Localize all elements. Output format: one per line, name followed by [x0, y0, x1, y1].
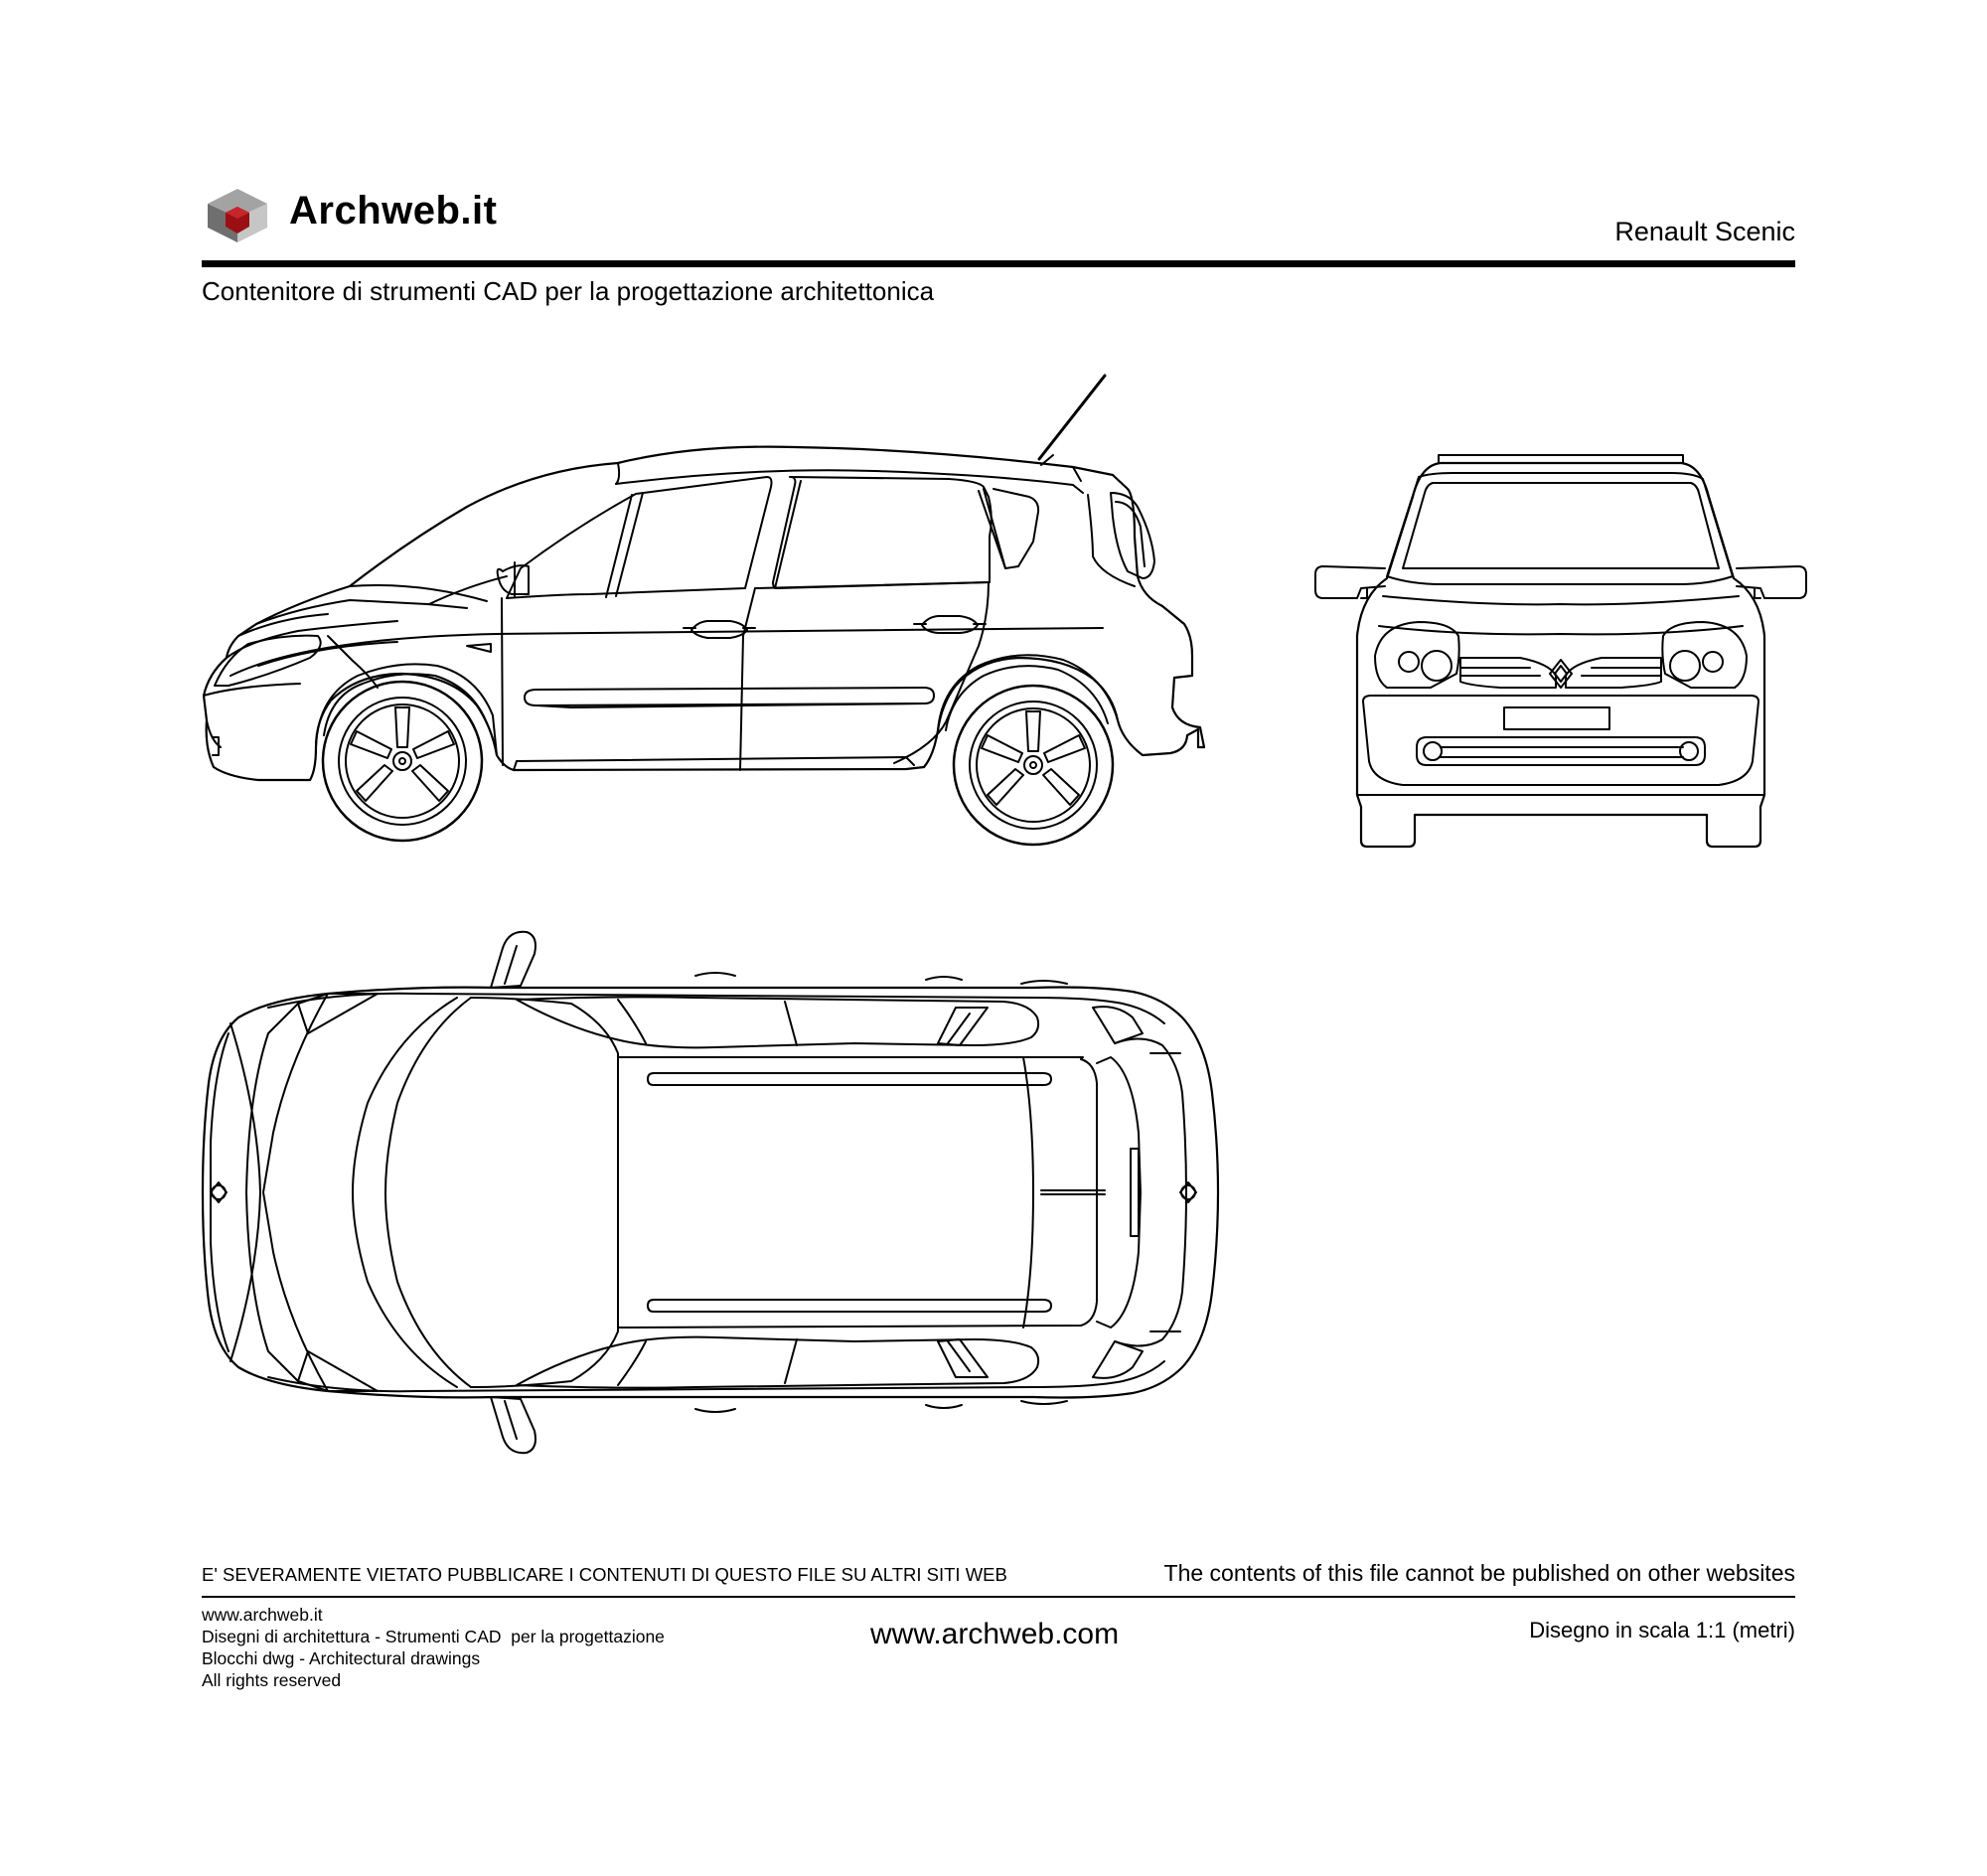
header-divider — [202, 260, 1795, 267]
footer-line-blocks: Blocchi dwg - Architectural drawings — [202, 1648, 481, 1668]
top-view — [201, 930, 1220, 1455]
footer-line-description: Disegni di architettura - Strumenti CAD … — [202, 1627, 665, 1646]
footer-site-link[interactable]: www.archweb.it — [202, 1605, 323, 1625]
footer-divider — [202, 1596, 1795, 1598]
brand-name[interactable]: Archweb.it — [289, 189, 498, 233]
scale-note: Disegno in scala 1:1 (metri) — [1529, 1618, 1795, 1642]
tagline: Contenitore di strumenti CAD per la prog… — [202, 276, 935, 306]
archweb-logo-icon[interactable] — [205, 187, 270, 244]
copyright-warning-italian: E' SEVERAMENTE VIETATO PUBBLICARE I CONT… — [202, 1564, 1007, 1585]
front-view — [1314, 454, 1807, 849]
footer-info: www.archweb.it Disegni di architettura -… — [202, 1604, 665, 1691]
side-view — [202, 374, 1206, 847]
copyright-warning-english: The contents of this file cannot be publ… — [1163, 1560, 1795, 1586]
drawing-title: Renault Scenic — [1614, 217, 1795, 246]
footer-line-rights: All rights reserved — [202, 1670, 342, 1690]
footer-url-link[interactable]: www.archweb.com — [870, 1618, 1120, 1650]
